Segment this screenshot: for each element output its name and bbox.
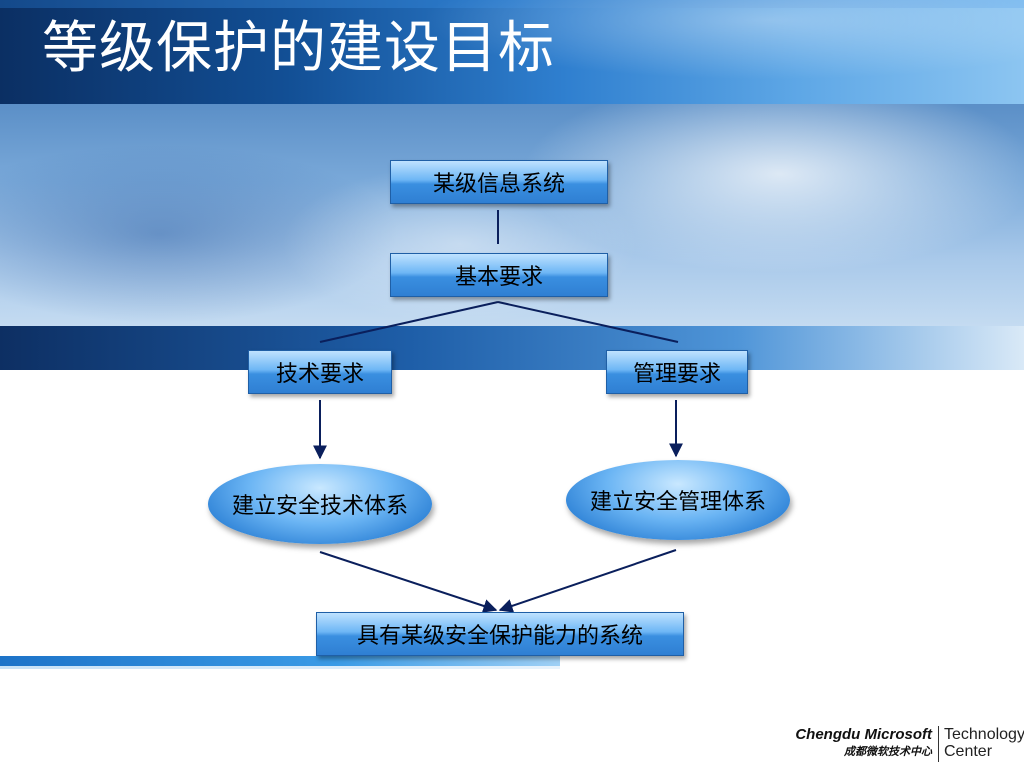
node-information-system: 某级信息系统: [390, 160, 608, 204]
logo-word-technology: Technology: [944, 726, 1024, 743]
node-basic-requirements: 基本要求: [390, 253, 608, 297]
bottom-accent-stripe-light: [0, 666, 560, 669]
logo-brand-block: Chengdu Microsoft 成都微软技术中心: [792, 726, 932, 760]
logo-tagline: Technology Center: [944, 726, 1024, 760]
bottom-accent-stripe: [0, 656, 560, 666]
node-protected-system: 具有某级安全保护能力的系统: [316, 612, 684, 656]
title-sheen: [420, 0, 1024, 80]
hero-shadow: [0, 144, 400, 324]
logo-word-center: Center: [944, 743, 993, 760]
dark-accent-stripe: [0, 326, 1024, 370]
connector-requirements-to-tech: [319, 301, 499, 343]
node-security-management-system: 建立安全管理体系: [566, 460, 790, 540]
node-security-technical-system: 建立安全技术体系: [208, 464, 432, 544]
arrow-mgmt-system-to-result: [498, 549, 677, 613]
arrow-tech-system-to-result: [319, 551, 498, 613]
logo-brand-name-cn: 成都微软技术中心: [844, 745, 932, 758]
company-logo: Chengdu Microsoft 成都微软技术中心 Technology Ce…: [792, 722, 1024, 766]
node-management-requirements: 管理要求: [606, 350, 748, 394]
slide-title: 等级保护的建设目标: [42, 16, 555, 81]
logo-brand-name: Chengdu Microsoft: [795, 726, 932, 743]
title-top-strip: [0, 0, 1024, 8]
logo-divider: [938, 726, 939, 762]
title-bar: 等级保护的建设目标: [0, 0, 1024, 104]
node-technical-requirements: 技术要求: [248, 350, 392, 394]
connector-requirements-to-mgmt: [497, 301, 679, 343]
